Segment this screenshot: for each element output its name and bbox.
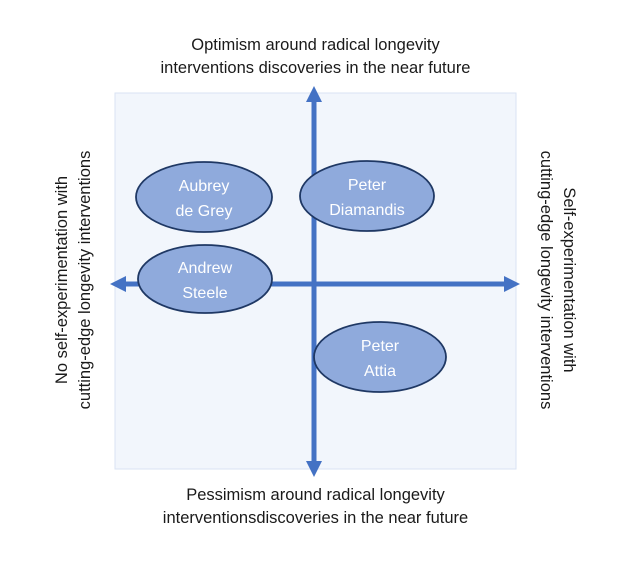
bottom-axis-label: Pessimism around radical longevity inter… <box>0 484 631 530</box>
top-axis-label-line-2: interventions discoveries in the near fu… <box>160 59 471 77</box>
bubble-aubrey-de-grey: Aubrey de Grey <box>135 161 273 233</box>
bubble-peter-attia: Peter Attia <box>313 321 447 393</box>
bottom-axis-label-line-1: Pessimism around radical longevity <box>186 486 445 504</box>
bubble-peter-diamandis-line-2: Diamandis <box>329 202 405 219</box>
bubble-peter-attia-shape <box>313 321 447 393</box>
bubble-peter-diamandis: Peter Diamandis <box>299 160 435 232</box>
bubble-peter-attia-line-1: Peter <box>361 338 400 355</box>
bubble-andrew-steele-line-1: Andrew <box>178 260 233 277</box>
bubble-aubrey-de-grey-line-1: Aubrey <box>179 178 230 195</box>
bubble-peter-diamandis-line-1: Peter <box>348 177 387 194</box>
bubble-andrew-steele-shape <box>137 244 273 314</box>
bubble-andrew-steele-line-2: Steele <box>182 285 227 302</box>
bubble-peter-attia-line-2: Attia <box>364 363 396 380</box>
top-axis-label: Optimism around radical longevity interv… <box>0 34 631 80</box>
bubble-aubrey-de-grey-shape <box>135 161 273 233</box>
bubble-aubrey-de-grey-line-2: de Grey <box>176 203 233 220</box>
bubble-peter-diamandis-shape <box>299 160 435 232</box>
bubble-andrew-steele: Andrew Steele <box>137 244 273 314</box>
bottom-axis-label-line-2: interventionsdiscoveries in the near fut… <box>162 509 469 527</box>
top-axis-label-line-1: Optimism around radical longevity <box>191 36 440 54</box>
